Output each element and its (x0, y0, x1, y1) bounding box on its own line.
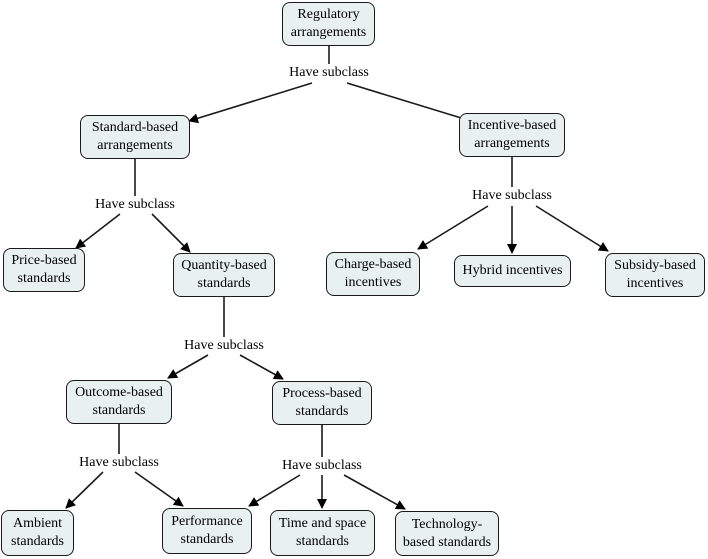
arrow-to-charge-based (417, 205, 489, 250)
node-quantity-based-standards: Quantity-based standards (173, 253, 275, 297)
node-label-line: Charge-based (334, 257, 412, 272)
node-subsidy-based-incentives: Subsidy-based incentives (605, 253, 705, 297)
node-performance-standards: Performance standards (162, 508, 252, 554)
node-label-line: Hybrid incentives (462, 263, 563, 278)
node-regulatory-arrangements: Regulatory arrangements (282, 2, 375, 46)
node-charge-based-incentives: Charge-based incentives (326, 252, 420, 296)
arrow-to-performance (248, 474, 301, 507)
relation-label: Have subclass (182, 338, 266, 354)
node-standard-based-arrangements: Standard-based arrangements (80, 115, 190, 159)
arrow-to-incentive-based (346, 82, 472, 124)
node-process-based-standards: Process-based standards (272, 381, 372, 425)
node-label-line: Ambient (13, 516, 62, 531)
arrow-to-outcome-based (167, 354, 209, 379)
node-label-line: Outcome-based (75, 385, 163, 400)
node-label-line: based standards (402, 534, 492, 550)
node-outcome-based-standards: Outcome-based standards (66, 380, 172, 424)
node-label-line: Subsidy-based (614, 258, 696, 273)
relation-label: Have subclass (93, 197, 177, 213)
node-label-line: standards (197, 276, 251, 291)
arrow-to-performance (134, 471, 184, 507)
node-label-line: Technology- (411, 516, 483, 532)
node-hybrid-incentives: Hybrid incentives (454, 255, 571, 287)
node-label-line: Performance (171, 514, 243, 529)
arrow-to-technology-based (343, 474, 406, 510)
node-label-line: standards (296, 534, 349, 549)
node-label-line: Time and space (278, 516, 367, 531)
relation-label: Have subclass (287, 65, 371, 81)
node-label-line: standards (295, 404, 349, 419)
node-label-line: arrangements (97, 138, 173, 153)
node-ambient-standards: Ambient standards (1, 510, 74, 556)
relation-label: Have subclass (280, 458, 364, 474)
arrow-to-ambient (65, 471, 104, 509)
node-time-and-space-standards: Time and space standards (270, 510, 375, 556)
node-label-line: standards (11, 534, 64, 549)
node-label-line: Process-based (282, 386, 362, 401)
node-label-line: Standard-based (91, 120, 179, 135)
arrow-to-quantity-based (151, 213, 191, 253)
node-technology-based-standards: Technology- based standards (395, 511, 499, 556)
node-label-line: incentives (626, 276, 684, 291)
arrow-to-process-based (239, 354, 284, 380)
node-label-line: arrangements (474, 136, 550, 151)
node-label-line: Regulatory (297, 7, 360, 22)
relation-label: Have subclass (77, 455, 161, 471)
node-label-line: Incentive-based (467, 118, 557, 133)
node-label-line: standards (92, 403, 146, 418)
node-label-line: arrangements (290, 25, 367, 40)
node-label-line: standards (17, 271, 71, 286)
node-label-line: Quantity-based (181, 258, 267, 273)
arrow-to-standard-based (188, 82, 313, 124)
node-label-line: incentives (344, 275, 402, 290)
relation-label: Have subclass (470, 188, 554, 204)
node-label-line: Price-based (11, 253, 77, 268)
arrow-to-subsidy-based (535, 205, 609, 252)
arrow-to-price-based (75, 213, 121, 249)
node-label-line: standards (180, 532, 234, 547)
node-price-based-standards: Price-based standards (3, 248, 85, 292)
node-incentive-based-arrangements: Incentive-based arrangements (459, 113, 565, 157)
